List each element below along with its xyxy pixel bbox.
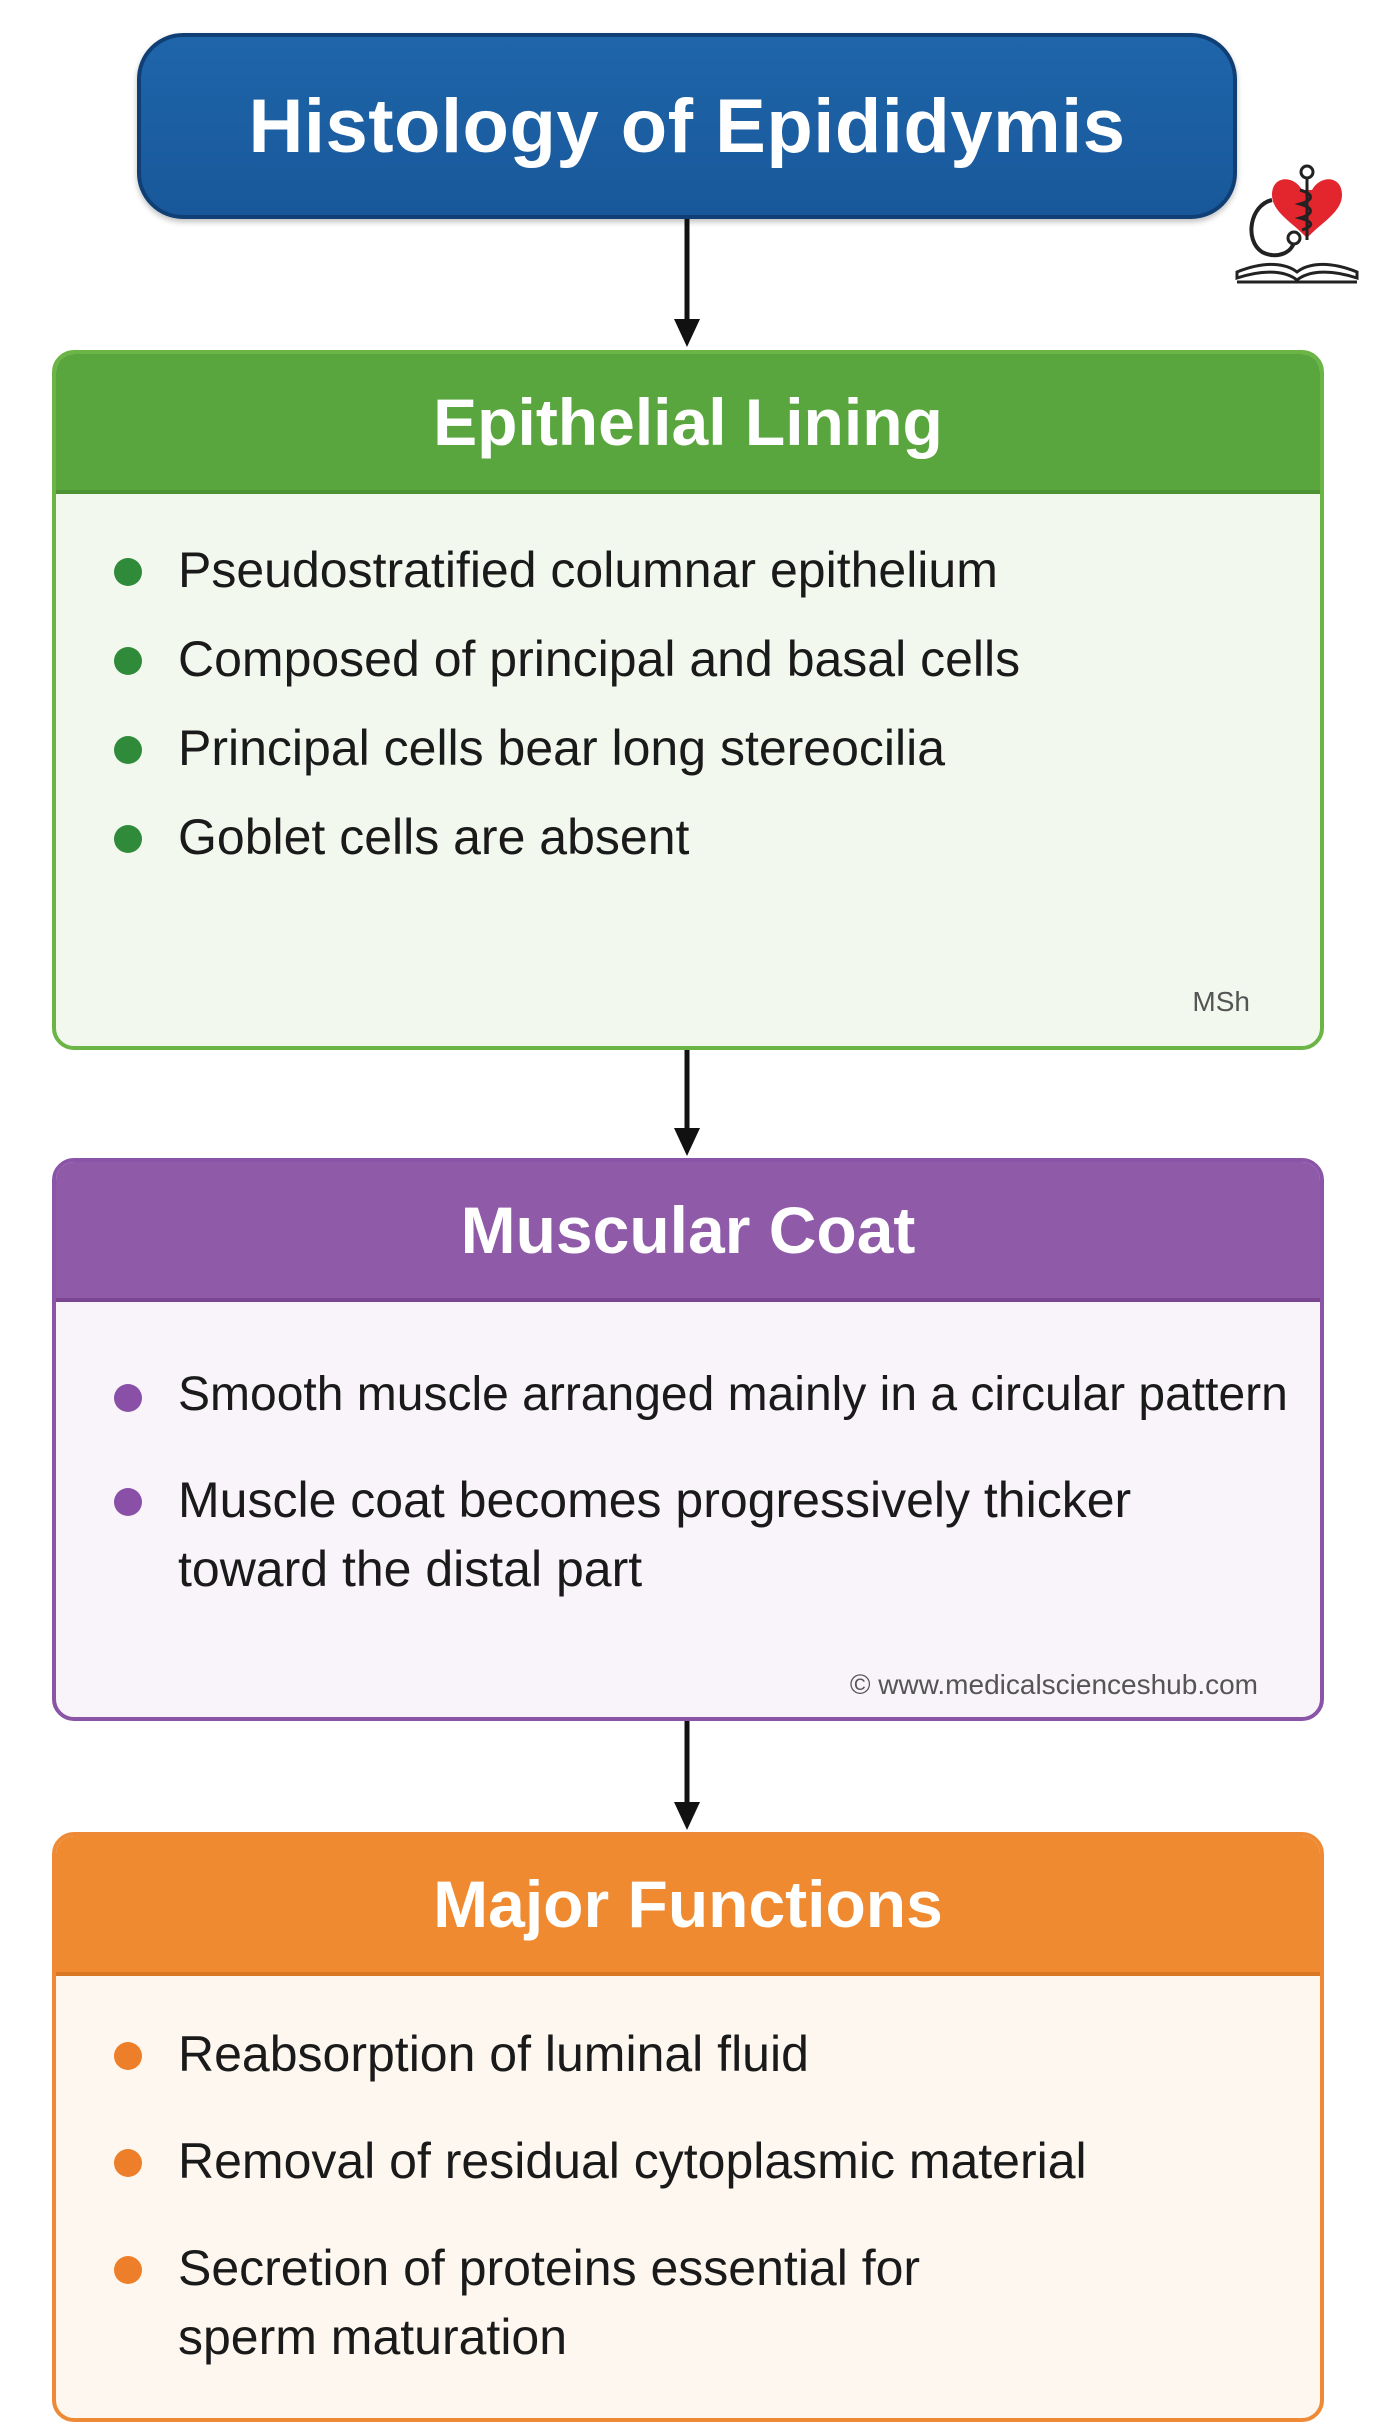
bullet-dot — [114, 825, 142, 853]
section-epithelial-lining: Epithelial Lining Pseudostratified colum… — [52, 350, 1324, 1050]
section-heading: Muscular Coat — [56, 1162, 1320, 1302]
section-major-functions: Major Functions Reabsorption of luminal … — [52, 1832, 1324, 2422]
copyright-watermark: © www.medicalscienceshub.com — [849, 1669, 1258, 1700]
section-heading: Major Functions — [56, 1836, 1320, 1976]
list-item: Pseudostratified columnar epithelium — [114, 536, 1290, 605]
section-body: Pseudostratified columnar epithelium Com… — [56, 494, 1320, 872]
section-heading: Epithelial Lining — [56, 354, 1320, 494]
bullet-dot — [114, 1488, 142, 1517]
list-item: Muscle coat becomes progressively thicke… — [114, 1466, 1290, 1604]
watermark-initials: MSh — [1192, 986, 1250, 1017]
page-title: Histology of Epididymis — [248, 83, 1126, 169]
section-body: Smooth muscle arranged mainly in a circu… — [56, 1302, 1320, 1604]
list-item-text: Pseudostratified columnar epithelium — [178, 542, 998, 598]
bullet-dot — [114, 736, 142, 764]
list-item-text: Secretion of proteins essential for sper… — [178, 2240, 921, 2365]
flow-arrow — [674, 1721, 700, 1830]
list-item-text: Goblet cells are absent — [178, 809, 690, 865]
list-item: Removal of residual cytoplasmic material — [114, 2127, 1290, 2196]
list-item-text: Removal of residual cytoplasmic material — [178, 2133, 1087, 2189]
bullet-dot — [114, 647, 142, 675]
list-item-text: Reabsorption of luminal fluid — [178, 2026, 809, 2082]
bullet-dot — [114, 2149, 142, 2177]
heart-stethoscope-book-icon — [1235, 164, 1359, 284]
list-item-text: Principal cells bear long stereocilia — [178, 720, 946, 776]
list-item: Reabsorption of luminal fluid — [114, 2020, 1290, 2089]
flow-arrow — [674, 219, 700, 347]
bullet-dot — [114, 558, 142, 586]
bullet-dot — [114, 2042, 142, 2070]
list-item: Principal cells bear long stereocilia — [114, 714, 1290, 783]
list-item: Composed of principal and basal cells — [114, 625, 1290, 694]
title-banner: Histology of Epididymis — [137, 33, 1237, 219]
flow-arrow — [674, 1050, 700, 1156]
list-item: Secretion of proteins essential for sper… — [114, 2234, 1290, 2372]
bullet-dot — [114, 2256, 142, 2284]
section-body: Reabsorption of luminal fluid Removal of… — [56, 1976, 1320, 2372]
list-item-text: Composed of principal and basal cells — [178, 631, 1021, 687]
list-item-text: Smooth muscle arranged mainly in a circu… — [178, 1368, 1288, 1421]
section-muscular-coat: Muscular Coat Smooth muscle arranged mai… — [52, 1158, 1324, 1721]
list-item: Goblet cells are absent — [114, 803, 1290, 872]
bullet-dot — [114, 1384, 142, 1412]
list-item: Smooth muscle arranged mainly in a circu… — [114, 1362, 1290, 1428]
list-item-text: Muscle coat becomes progressively thicke… — [178, 1472, 1132, 1598]
